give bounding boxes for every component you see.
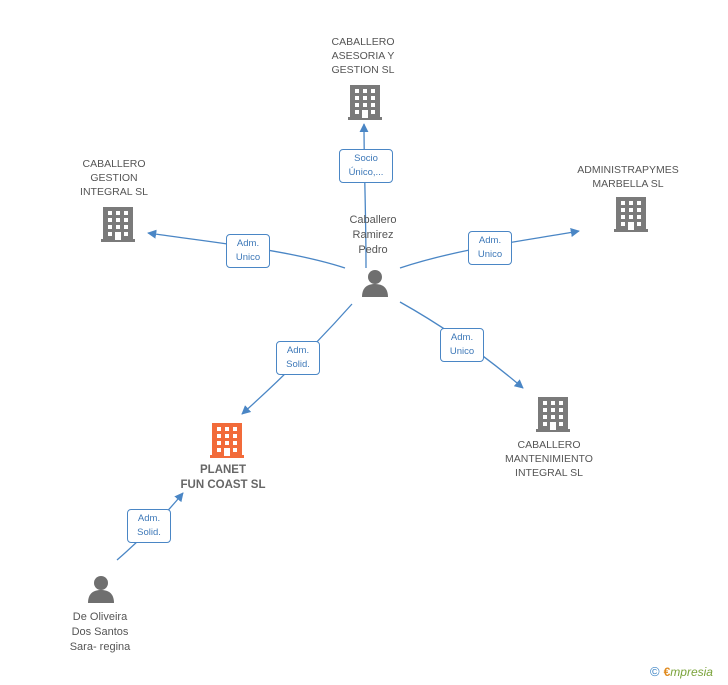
building-icon	[210, 423, 244, 458]
edge-label-to-planet: Adm. Solid.	[276, 341, 320, 375]
node-label-caballero-gestion[interactable]: CABALLERO GESTION INTEGRAL SL	[80, 158, 148, 198]
building-icon	[536, 397, 570, 432]
empresia-logo-initial: €	[663, 665, 671, 679]
node-label-de-oliveira[interactable]: De Oliveira Dos Santos Sara- regina	[69, 611, 131, 653]
edge-label-oliveira-to-planet: Adm. Solid.	[127, 509, 171, 543]
node-label-administrapymes[interactable]: ADMINISTRAPYMES MARBELLA SL	[577, 164, 679, 190]
node-label-planet-fun-coast[interactable]: PLANET FUN COAST SL	[180, 464, 266, 491]
building-icon	[101, 207, 135, 242]
person-icon	[362, 270, 388, 297]
edge-label-to-gestion: Adm. Unico	[226, 234, 270, 268]
edge-label-to-mantenimiento: Adm. Unico	[440, 328, 484, 362]
empresia-logo-text: mpresia	[670, 665, 713, 679]
node-label-caballero-mantenimiento[interactable]: CABALLERO MANTENIMIENTO INTEGRAL SL	[505, 439, 593, 479]
edge-lines	[116, 123, 580, 561]
copyright-icon: ©	[650, 664, 660, 679]
edge-line-to-asesoria	[359, 123, 369, 269]
building-icon	[614, 197, 648, 232]
empresia-watermark: ©€mpresia	[650, 664, 713, 679]
edge-label-to-asesoria: Socio Único,...	[339, 149, 393, 183]
node-label-caballero-ramirez[interactable]: Caballero Ramirez Pedro	[349, 214, 397, 256]
person-icon	[88, 576, 114, 603]
node-label-caballero-asesoria[interactable]: CABALLERO ASESORIA Y GESTION SL	[331, 36, 395, 76]
building-icon	[348, 85, 382, 120]
edge-label-to-administrapymes: Adm. Unico	[468, 231, 512, 265]
